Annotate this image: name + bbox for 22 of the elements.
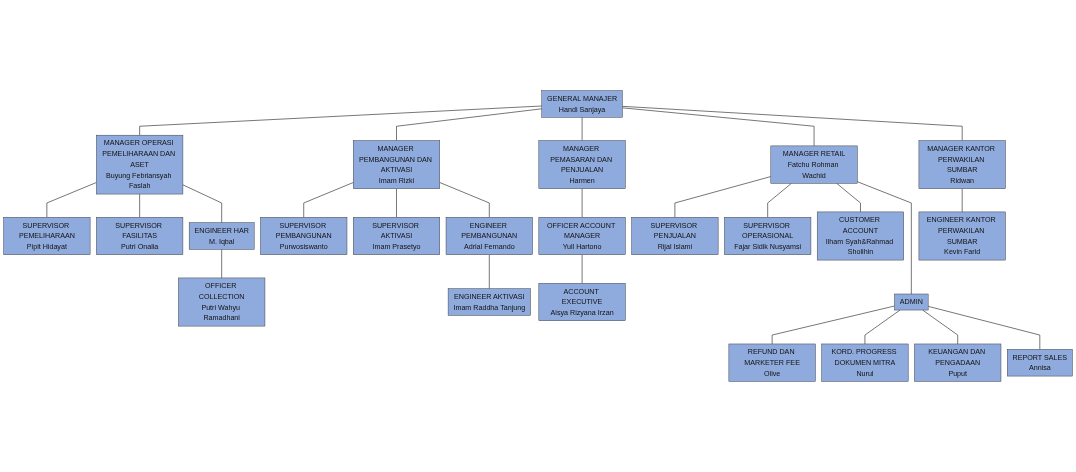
connector (488, 254, 490, 289)
connector (221, 249, 222, 279)
connector (396, 108, 543, 141)
connector (767, 183, 792, 218)
connector (622, 107, 815, 147)
connector (927, 306, 1041, 350)
connector (864, 309, 901, 345)
connector (622, 106, 963, 141)
connector (922, 309, 959, 345)
connector (674, 176, 772, 218)
connector (46, 182, 97, 218)
connector (439, 182, 490, 218)
connector (182, 184, 222, 223)
connector (581, 117, 583, 141)
connector (857, 181, 912, 295)
connector (139, 105, 543, 136)
connector (396, 188, 397, 218)
connector (303, 182, 354, 218)
connector (771, 305, 895, 345)
connector (139, 193, 140, 218)
connector (961, 188, 963, 213)
connector (836, 183, 861, 213)
